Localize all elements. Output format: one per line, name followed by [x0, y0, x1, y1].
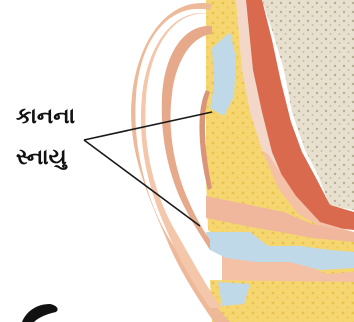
pointer-line-lower	[84, 140, 200, 226]
muscle-label-line-1: કાનના	[16, 106, 75, 128]
muscle-label-line-2: સ્નાયુ	[16, 147, 67, 169]
pointer-line-upper	[84, 112, 212, 140]
black-tip	[22, 304, 58, 322]
